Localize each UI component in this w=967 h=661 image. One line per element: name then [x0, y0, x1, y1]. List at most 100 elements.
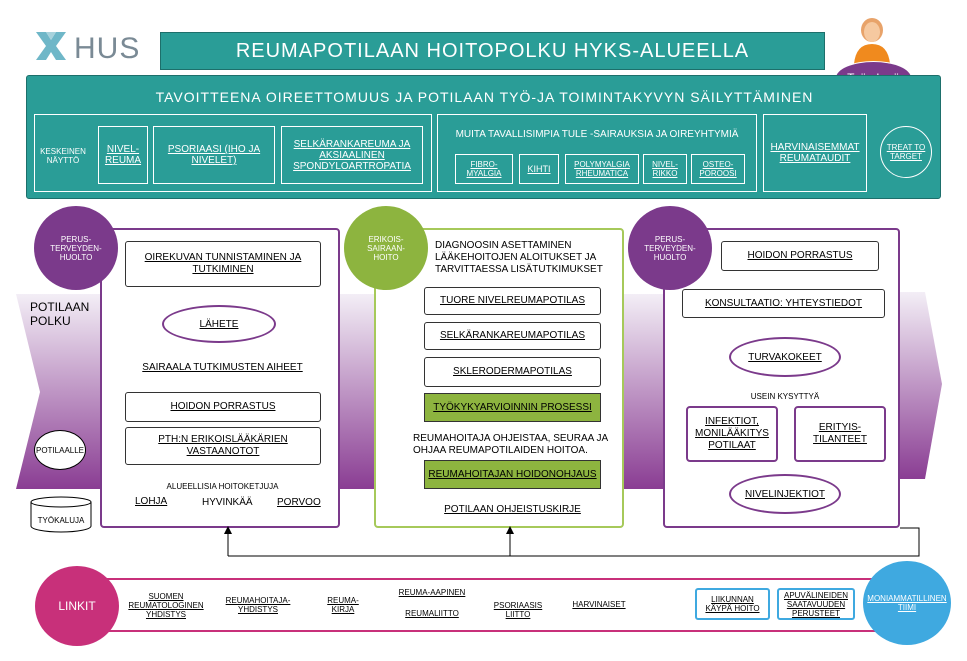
link-reumatologinen-text: SUOMEN REUMATOLOGINEN YHDISTYS [128, 591, 204, 619]
special-situations-box[interactable]: ERITYIS-TILANTEET [794, 406, 886, 462]
specialist-care-circle-text: ERIKOIS-SAIRAAN-HOITO [367, 234, 405, 262]
primary-care-circle-text: PERUS-TERVEYDEN-HUOLTO [50, 234, 102, 262]
hus-logo: HUS [34, 28, 144, 70]
psoriaasi-link[interactable]: PSORIAASI (IHO JA NIVELET) [153, 126, 275, 184]
nurse-guidance-box[interactable]: REUMAHOITAJAN HOIDONOHJAUS [424, 460, 601, 489]
links-label: LINKIT [58, 599, 96, 613]
referral-pill[interactable]: LÄHETE [162, 305, 276, 343]
symptom-box-text: OIREKUVAN TUNNISTAMINEN JA TUTKIMINEN [144, 252, 302, 275]
link-harvinaiset[interactable]: HARVINAISET [566, 598, 632, 610]
nivelrikko-link[interactable]: NIVEL-RIKKO [643, 154, 687, 184]
follow-up-grading-box[interactable]: HOIDON PORRASTUS [721, 241, 879, 271]
link-liikunnan-kaypa-hoito[interactable]: LIIKUNNAN KÄYPÄ HOITO [695, 588, 770, 620]
fibromyalgia-text: FIBRO-MYALGIA [466, 160, 502, 178]
page-title: REUMAPOTILAAN HOITOPOLKU HYKS-ALUEELLA [160, 32, 825, 70]
kihti-link[interactable]: KIHTI [519, 154, 559, 184]
link-reumatologinen[interactable]: SUOMEN REUMATOLOGINEN YHDISTYS [124, 590, 208, 620]
link-reumahoitaja[interactable]: REUMAHOITAJA-YHDISTYS [222, 594, 294, 616]
links-circle: LINKIT [35, 566, 119, 646]
evidence-label: KESKEINEN NÄYTTÖ [36, 136, 90, 176]
patient-letter-text: POTILAAN OHJEISTUSKIRJE [444, 504, 581, 515]
osteoporoosi-text: OSTEO-POROOSI [699, 160, 737, 178]
rare-diseases-link[interactable]: HARVINAISEMMAT REUMATAUDIT [763, 114, 867, 192]
link-reumaliitto[interactable]: REUMALIITTO [392, 607, 472, 619]
hus-cross-icon [36, 32, 66, 60]
infections-text: INFEKTIOT, MONILÄÄKITYS POTILAAT [695, 416, 769, 451]
diagnosis-text: DIAGNOOSIN ASETTAMINEN LÄÄKEHOITOJEN ALO… [435, 240, 623, 276]
patient-letter-link[interactable]: POTILAAN OHJEISTUSKIRJE [424, 503, 601, 517]
goal-heading-text: TAVOITTEENA OIREETTOMUUS JA POTILAAN TYÖ… [155, 89, 814, 105]
spondylitis-box[interactable]: SELKÄRANKAREUMAPOTILAS [424, 322, 601, 350]
safety-checks-pill[interactable]: TURVAKOKEET [729, 337, 841, 377]
selkaranka-text: SELKÄRANKAREUMA JA AKSIAALINEN SPONDYLOA… [293, 138, 411, 172]
primary-care-circle: PERUS-TERVEYDEN-HUOLTO [34, 206, 118, 290]
primary-care-grading-text: HOIDON PORRASTUS [170, 401, 276, 412]
symptom-box[interactable]: OIREKUVAN TUNNISTAMINEN JA TUTKIMINEN [125, 241, 321, 287]
injections-pill[interactable]: NIVELINJEKTIOT [729, 474, 841, 514]
for-patient-circle[interactable]: POTILAALLE [34, 430, 86, 470]
multiprofessional-team-text: MONIAMMATILLINEN TIIMI [867, 594, 947, 612]
other-diseases-group [437, 114, 757, 192]
referral-text: LÄHETE [199, 318, 239, 330]
hospital-reasons-link[interactable]: SAIRAALA TUTKIMUSTEN AIHEET [120, 360, 325, 376]
treat-to-target-link[interactable]: TREAT TO TARGET [880, 126, 932, 178]
other-diseases-heading-text: MUITA TAVALLISIMPIA TULE -SAIRAUKSIA JA … [455, 129, 739, 140]
flow-arrow-background [16, 292, 942, 489]
consultation-box[interactable]: KONSULTAATIO: YHTEYSTIEDOT [682, 289, 885, 318]
link-psoriaasis[interactable]: PSORIAASIS LIITTO [488, 599, 548, 621]
follow-up-circle: PERUS-TERVEYDEN-HUOLTO [628, 206, 712, 290]
work-ability-box[interactable]: TYÖKYKYARVIOINNIN PROSESSI [424, 393, 601, 422]
osteoporoosi-link[interactable]: OSTEO-POROOSI [691, 154, 745, 184]
link-harvinaiset-text: HARVINAISET [572, 599, 626, 609]
kihti-text: KIHTI [527, 163, 551, 174]
fibromyalgia-link[interactable]: FIBRO-MYALGIA [455, 154, 513, 184]
feedback-connectors [224, 526, 920, 557]
specialist-care-circle: ERIKOIS-SAIRAAN-HOITO [344, 206, 428, 290]
psoriaasi-text: PSORIAASI (IHO JA NIVELET) [167, 144, 261, 166]
link-apuvalineiden[interactable]: APUVÄLINEIDEN SAATAVUUDEN PERUSTEET [777, 588, 855, 620]
consultation-text: KONSULTAATIO: YHTEYSTIEDOT [704, 297, 863, 309]
lohja-link[interactable]: LOHJA [135, 496, 167, 508]
goal-panel: TAVOITTEENA OIREETTOMUUS JA POTILAAN TYÖ… [26, 75, 941, 199]
porvoo-text: PORVOO [277, 497, 321, 508]
regional-label-text: ALUEELLISIA HOITOKETJUJA [166, 481, 279, 491]
work-ability-text: TYÖKYKYARVIOINNIN PROSESSI [433, 402, 592, 413]
hyvinkaa-label: HYVINKÄÄ [202, 497, 253, 509]
multiprofessional-team-circle[interactable]: MONIAMMATILLINEN TIIMI [863, 561, 951, 645]
link-liikunnan-text: LIIKUNNAN KÄYPÄ HOITO [705, 595, 760, 613]
nivelreuma-link[interactable]: NIVEL-REUMA [98, 126, 148, 184]
tools-text: TYÖKALUJA [37, 515, 85, 525]
faq-label: USEIN KYSYTTYÄ [700, 390, 870, 402]
patient-path-label: POTILAAN POLKU [30, 300, 96, 328]
selkaranka-link[interactable]: SELKÄRANKAREUMA JA AKSIAALINEN SPONDYLOA… [281, 126, 423, 184]
person-icon [854, 18, 890, 64]
for-patient-text: POTILAALLE [35, 445, 85, 455]
pth-clinics-box[interactable]: PTH:N ERIKOISLÄÄKÄRIEN VASTAANOTOT [125, 427, 321, 465]
goal-heading: TAVOITTEENA OIREETTOMUUS JA POTILAAN TYÖ… [27, 86, 942, 108]
new-ra-box[interactable]: TUORE NIVELREUMAPOTILAS [424, 287, 601, 315]
new-ra-text: TUORE NIVELREUMAPOTILAS [439, 295, 586, 306]
polymyalgia-link[interactable]: POLYMYALGIA RHEUMATICA [565, 154, 639, 184]
nurse-text-span: REUMAHOITAJA OHJEISTAA, SEURAA JA OHJAA … [413, 433, 608, 456]
hyvinkaa-text: HYVINKÄÄ [202, 497, 253, 508]
logo-text: HUS [74, 32, 141, 65]
hospital-reasons-text: SAIRAALA TUTKIMUSTEN AIHEET [142, 362, 303, 373]
other-diseases-heading: MUITA TAVALLISIMPIA TULE -SAIRAUKSIA JA … [447, 122, 747, 148]
scleroderma-text: SKLERODERMAPOTILAS [453, 366, 572, 377]
injections-text: NIVELINJEKTIOT [744, 488, 825, 500]
polymyalgia-text: POLYMYALGIA RHEUMATICA [574, 160, 630, 178]
link-reumahoitaja-text: REUMAHOITAJA-YHDISTYS [225, 596, 291, 614]
nurse-guidance-text: REUMAHOITAJAN HOIDONOHJAUS [428, 469, 597, 480]
nurse-text: REUMAHOITAJA OHJEISTAA, SEURAA JA OHJAA … [413, 433, 613, 457]
diagnosis-text-span: DIAGNOOSIN ASETTAMINEN LÄÄKEHOITOJEN ALO… [435, 240, 603, 275]
scleroderma-box[interactable]: SKLERODERMAPOTILAS [424, 357, 601, 387]
infections-box[interactable]: INFEKTIOT, MONILÄÄKITYS POTILAAT [686, 406, 778, 462]
database-icon [30, 496, 92, 533]
link-reumakirja[interactable]: REUMA-KIRJA [322, 594, 364, 616]
link-reuma-aapinen[interactable]: REUMA-AAPINEN [392, 586, 472, 598]
porvoo-link[interactable]: PORVOO [277, 497, 321, 509]
special-situations-text: ERITYIS-TILANTEET [813, 422, 867, 445]
tools-label[interactable]: TYÖKALUJA [30, 510, 92, 530]
primary-care-grading-box[interactable]: HOIDON PORRASTUS [125, 392, 321, 422]
link-apuvalineiden-text: APUVÄLINEIDEN SAATAVUUDEN PERUSTEET [783, 590, 849, 618]
